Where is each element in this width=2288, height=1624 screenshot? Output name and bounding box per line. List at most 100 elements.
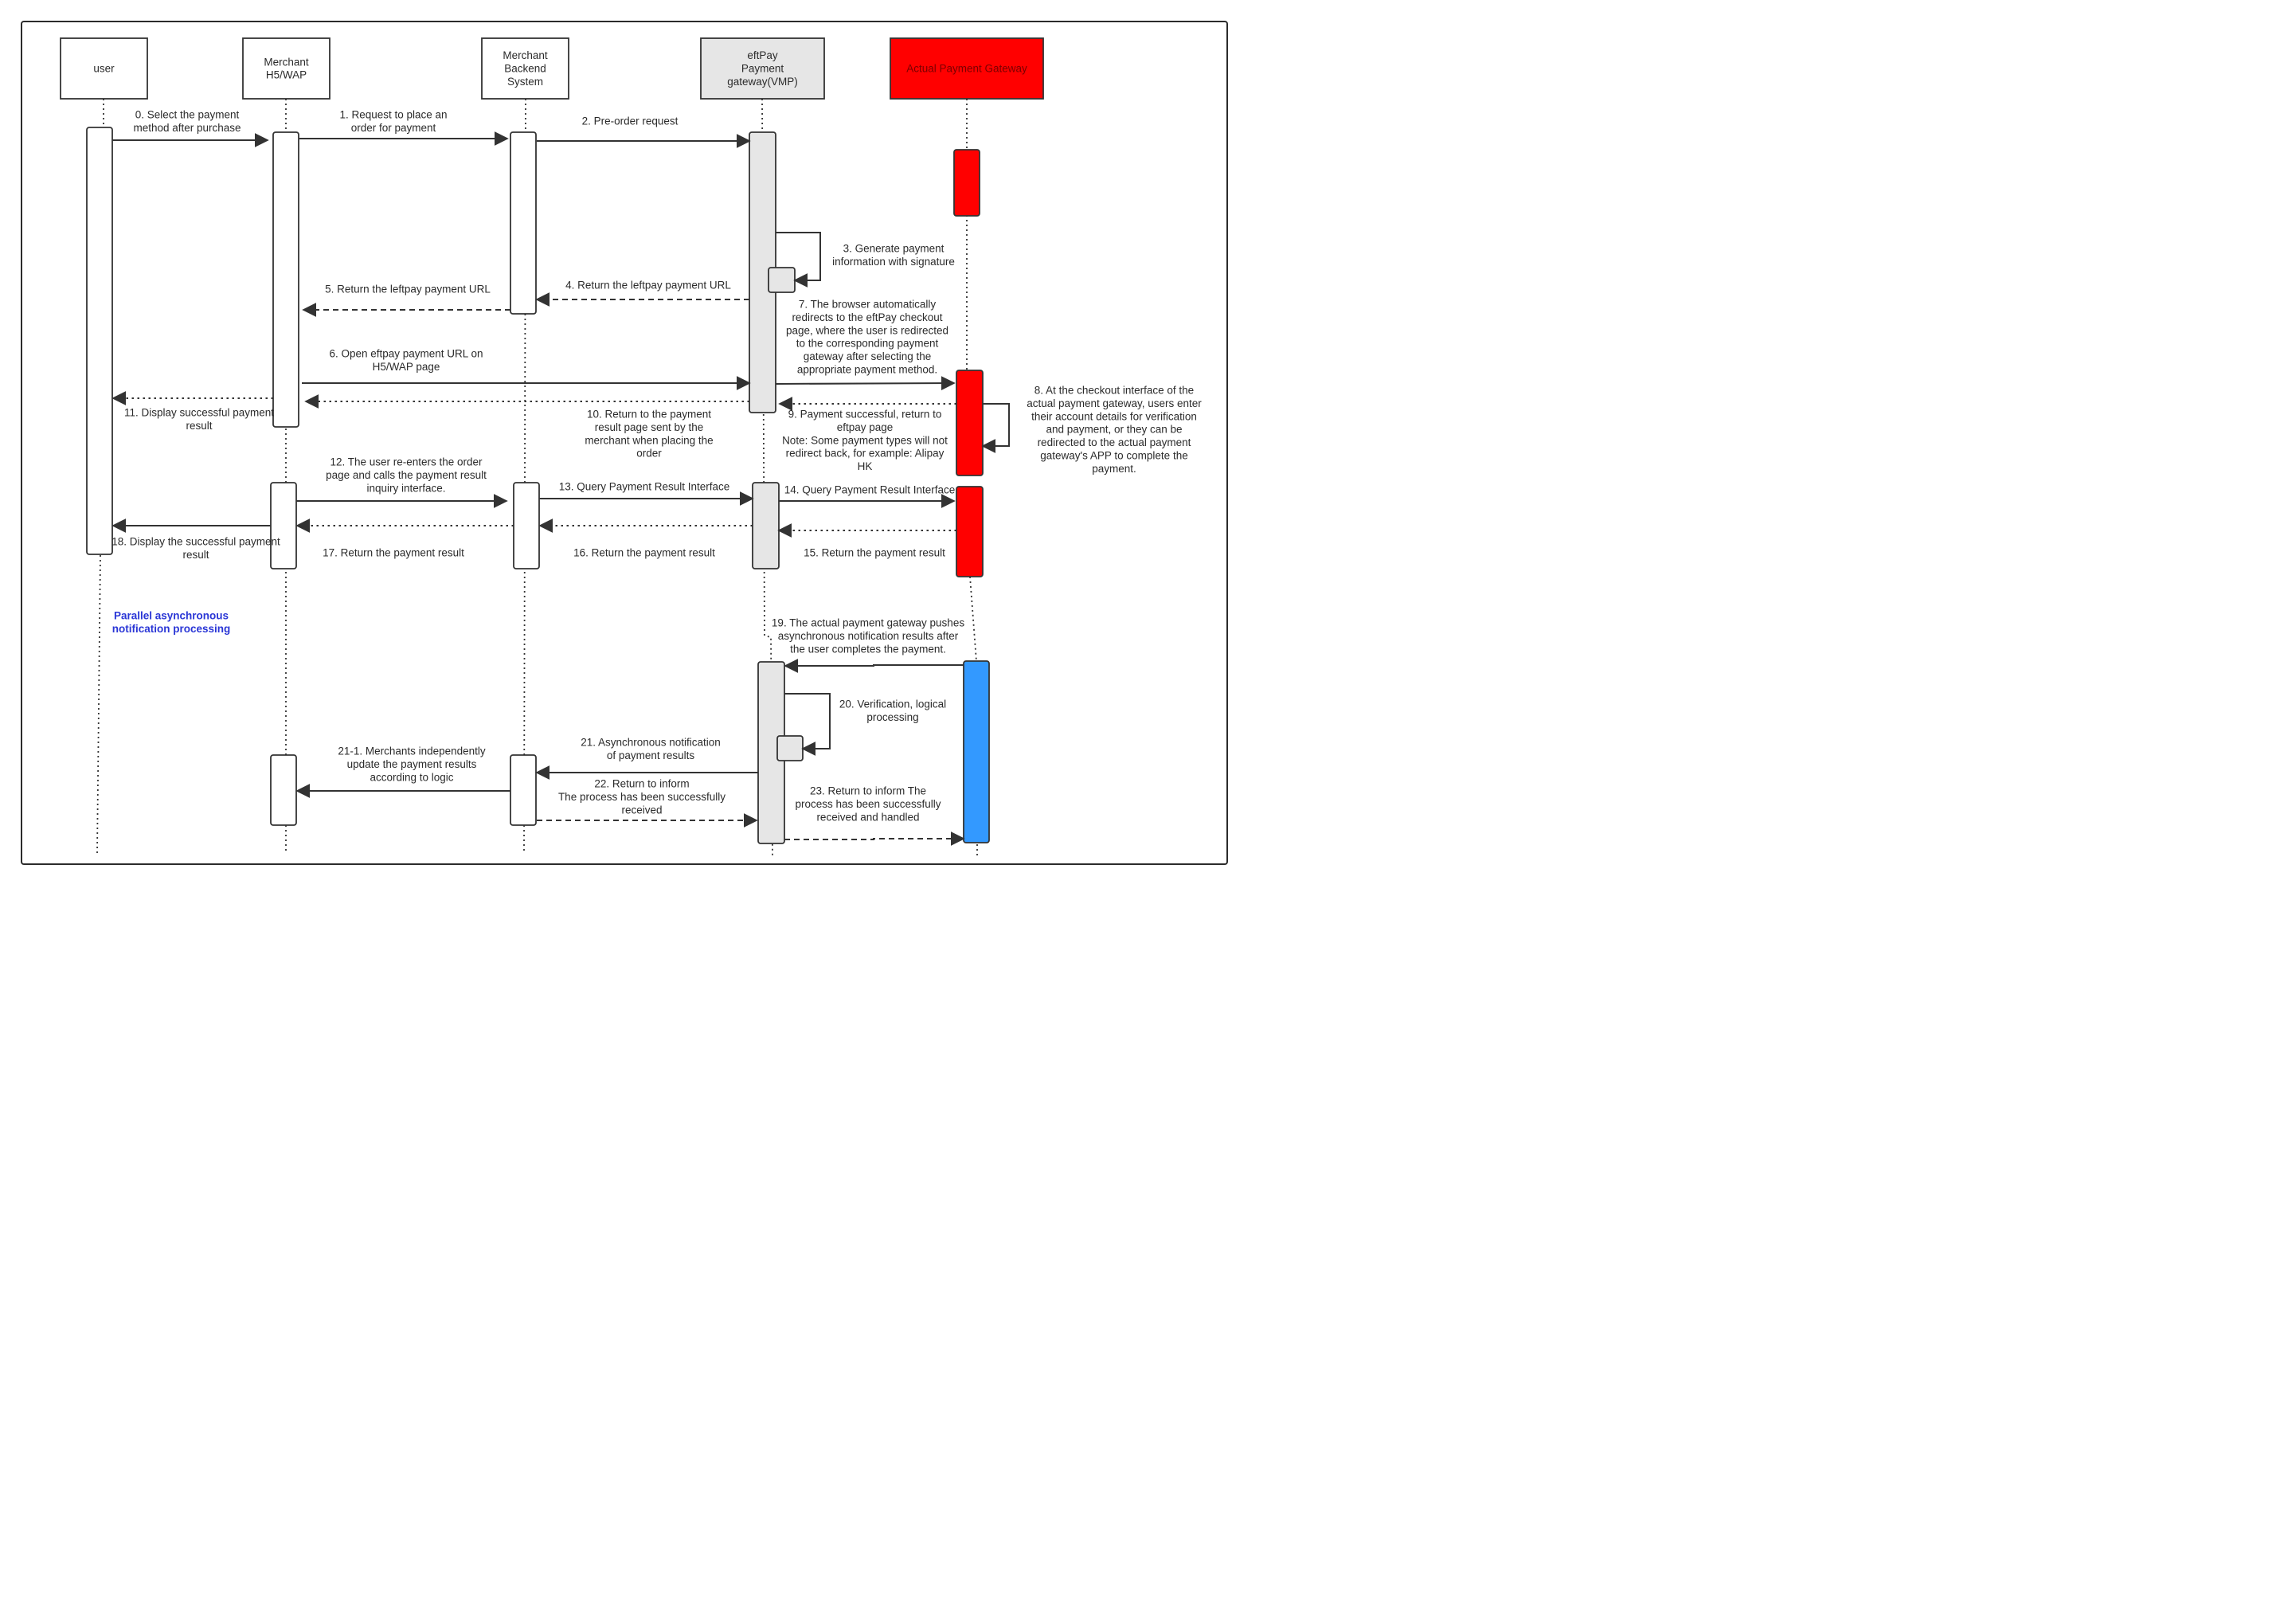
message-label-m17: 17. Return the payment result <box>323 547 464 559</box>
message-label-line: 14. Query Payment Result Interface <box>784 484 956 496</box>
activation-bar-gw <box>956 486 984 577</box>
message-arrow-m20 <box>784 693 831 756</box>
message-label-line: 8. At the checkout interface of the <box>1034 385 1194 397</box>
participant-gw-box <box>890 37 1044 100</box>
message-label-line: payment. <box>1092 463 1136 475</box>
activation-bar-h5 <box>272 131 299 428</box>
message-label-line: order for payment <box>351 122 436 134</box>
activation-bar-backend <box>510 131 537 315</box>
activation-bar-vmp <box>752 482 780 569</box>
message-label-m5: 5. Return the leftpay payment URL <box>325 284 491 295</box>
message-label-line: eftpay page <box>837 421 894 433</box>
message-label-line: actual payment gateway, users enter <box>1027 397 1202 409</box>
participant-h5-label: H5/WAP <box>266 69 307 81</box>
message-arrow-m3 <box>776 232 821 288</box>
message-label-line: 19. The actual payment gateway pushes <box>772 617 964 629</box>
activation-bar-h5 <box>270 482 297 569</box>
message-label-line: method after purchase <box>133 122 241 134</box>
message-label-m2: 2. Pre-order request <box>582 115 679 127</box>
message-label-line: their account details for verification <box>1031 410 1197 422</box>
message-label-m14: 14. Query Payment Result Interface <box>784 484 956 496</box>
participant-backend-label: Merchant <box>503 49 548 61</box>
message-label-line: 3. Generate payment <box>843 243 945 255</box>
participant-vmp-label: gateway(VMP) <box>727 76 798 88</box>
message-label-line: 21-1. Merchants independently <box>338 745 486 757</box>
message-label-line: received <box>621 804 662 816</box>
message-label-m13: 13. Query Payment Result Interface <box>559 481 730 493</box>
message-label-line: result <box>186 420 212 432</box>
message-label-line: 15. Return the payment result <box>804 547 945 559</box>
activation-bar-gw <box>963 660 990 843</box>
activation-bar-gw <box>953 149 980 217</box>
message-label-line: result page sent by the <box>595 421 704 433</box>
message-label-line: appropriate payment method. <box>797 364 937 376</box>
message-label-line: 12. The user re-enters the order <box>330 456 483 468</box>
message-label-line: 7. The browser automatically <box>799 299 937 311</box>
message-label-line: redirected to the actual payment <box>1038 436 1191 448</box>
message-label-line: 0. Select the payment <box>135 109 240 121</box>
message-label-line: Note: Some payment types will not <box>782 434 948 446</box>
parallel-note-line: notification processing <box>112 623 231 635</box>
message-label-line: page and calls the payment result <box>326 469 487 481</box>
message-label-line: 1. Request to place an <box>339 109 447 121</box>
message-label-line: page, where the user is redirected <box>786 324 948 336</box>
message-label-line: result <box>182 549 209 561</box>
message-label-line: to the corresponding payment <box>796 338 939 350</box>
activation-bar-vmp <box>776 735 804 761</box>
participant-gw-label: Actual Payment Gateway <box>906 63 1027 75</box>
message-arrow-m8 <box>981 403 1010 453</box>
activation-bar-backend <box>510 754 537 826</box>
message-label-line: and payment, or they can be <box>1046 424 1182 436</box>
message-label-line: 4. Return the leftpay payment URL <box>565 280 731 292</box>
participant-user-label: user <box>93 63 115 75</box>
message-label-line: 11. Display successful payment <box>124 407 274 419</box>
message-label-line: 17. Return the payment result <box>323 547 464 559</box>
message-label-line: update the payment results <box>347 758 477 770</box>
message-label-line: 6. Open eftpay payment URL on <box>329 348 483 360</box>
participant-vmp-box <box>700 37 825 100</box>
activation-bar-user <box>86 127 113 555</box>
message-label-line: 18. Display the successful payment <box>111 536 280 548</box>
message-label-line: asynchronous notification results after <box>778 630 959 642</box>
message-label-line: 16. Return the payment result <box>573 547 715 559</box>
lifeline-gw <box>969 576 977 662</box>
message-label-m16: 16. Return the payment result <box>573 547 715 559</box>
message-label-line: HK <box>858 460 873 472</box>
message-label-line: 10. Return to the payment <box>587 409 711 421</box>
message-label-m4: 4. Return the leftpay payment URL <box>565 280 731 292</box>
participant-backend-label: System <box>507 76 543 88</box>
message-label-line: gateway after selecting the <box>804 350 932 362</box>
message-label-line: 5. Return the leftpay payment URL <box>325 284 491 295</box>
activation-bar-gw <box>956 370 984 476</box>
message-label-line: gateway's APP to complete the <box>1040 450 1187 462</box>
message-label-line: 2. Pre-order request <box>582 115 679 127</box>
message-label-line: received and handled <box>816 811 919 823</box>
lifeline-user <box>96 554 101 855</box>
message-label-line: redirect back, for example: Alipay <box>786 448 945 460</box>
activation-bar-backend <box>513 482 540 569</box>
sequence-diagram-canvas: userMerchantH5/WAPMerchantBackendSysteme… <box>21 21 1228 865</box>
participant-backend-label: Backend <box>504 63 546 75</box>
message-arrow-m19 <box>784 659 964 673</box>
message-label-line: information with signature <box>832 256 955 268</box>
participant-vmp-label: Payment <box>741 63 784 75</box>
message-label-line: the user completes the payment. <box>790 643 946 655</box>
message-label-line: The process has been successfully <box>558 791 726 803</box>
message-label-line: H5/WAP page <box>373 361 440 373</box>
participant-backend-box <box>481 37 569 100</box>
message-label-m15: 15. Return the payment result <box>804 547 945 559</box>
message-label-line: 9. Payment successful, return to <box>788 409 942 421</box>
message-label-line: according to logic <box>370 771 453 783</box>
